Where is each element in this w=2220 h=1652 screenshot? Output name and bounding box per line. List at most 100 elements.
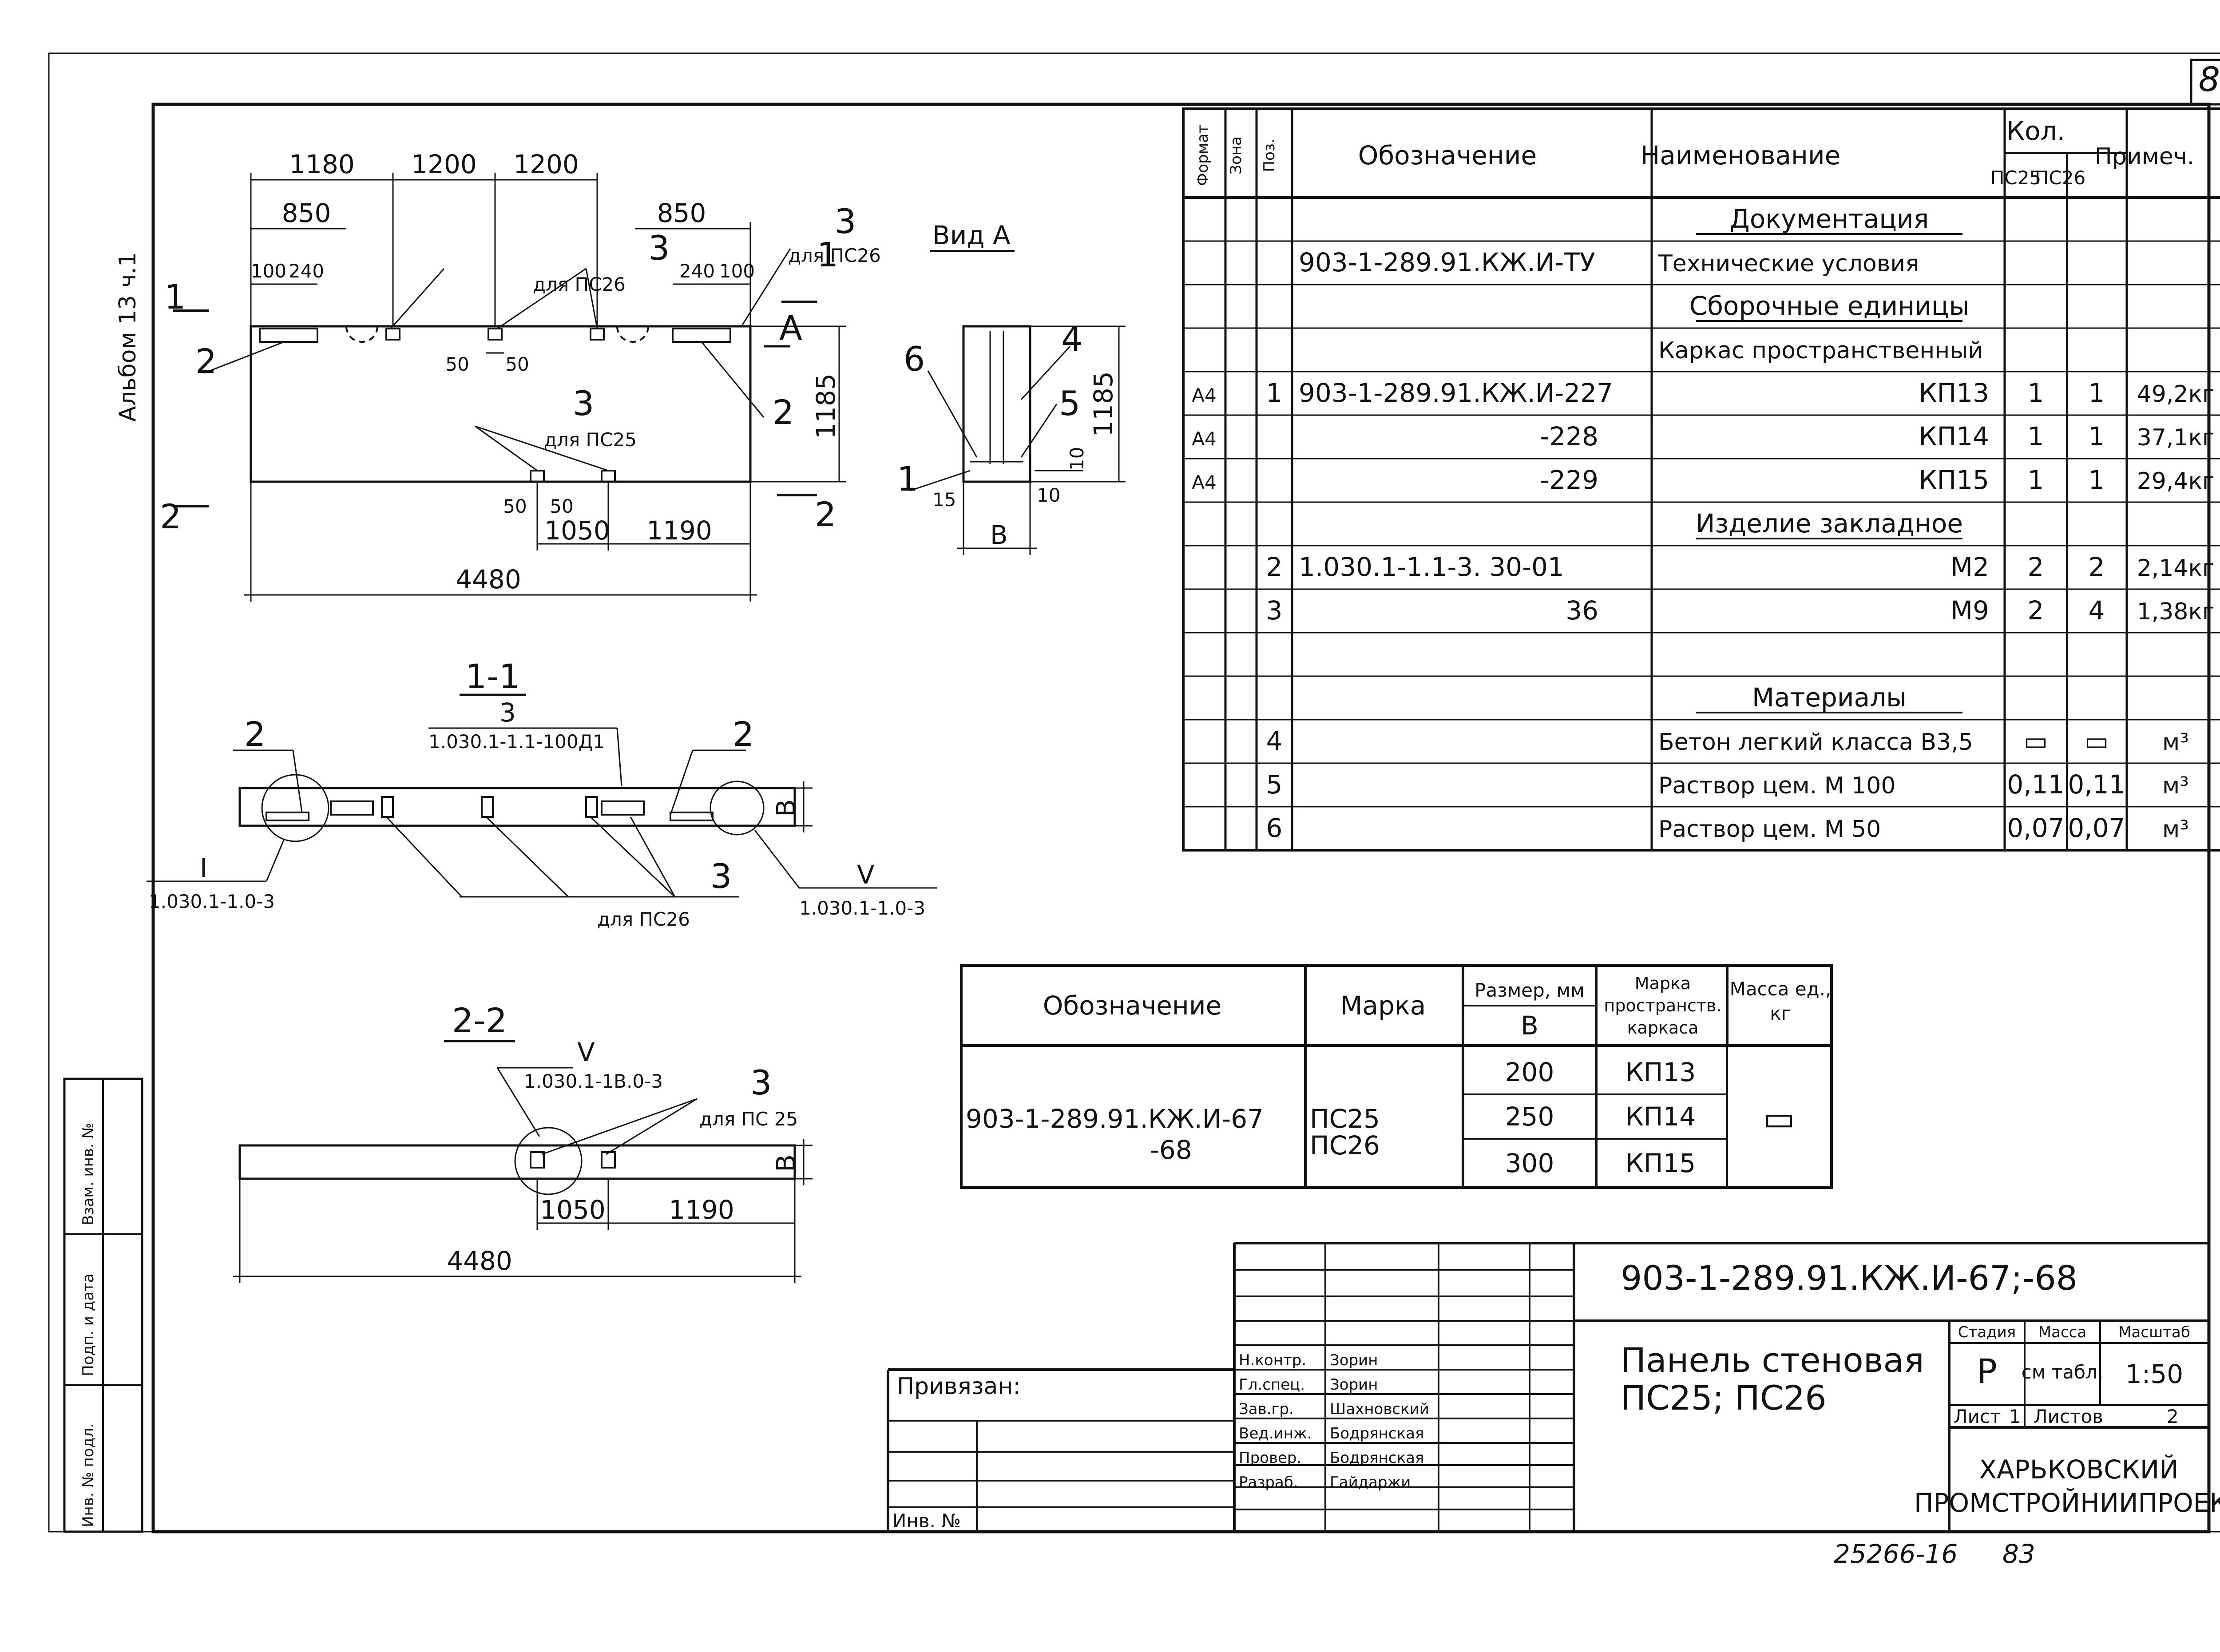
mark-table-grid: [960, 964, 1833, 1189]
spec-hdr-qty: Кол.: [2006, 116, 2065, 146]
dim-bottom-1190: 1190: [646, 515, 712, 546]
title-role-row: Зав.гр.Шахновский: [1239, 1400, 1429, 1418]
spec-cell-name: М9: [1950, 595, 1989, 626]
view-a-pos4: 4: [1061, 319, 1082, 359]
spec-cell-name: Сборочные единицы: [1689, 291, 1970, 321]
cut-mark-1-right: 1: [817, 235, 838, 274]
mark-hdr-frame-box: Марка пространств. каркаса: [1604, 974, 1722, 1038]
spec-cell-designation: 903-1-289.91.КЖ.И-227: [1299, 378, 1613, 408]
spec-cell-q2: 1: [2089, 378, 2105, 408]
spec-cell-pos: 2: [1266, 552, 1283, 582]
node-right-ref: 1.030.1-1.0-3: [799, 897, 925, 919]
dim-50-d: 50: [550, 495, 573, 517]
title-role: Вед.инж.: [1239, 1425, 1312, 1442]
spec-cell-q1: 0,11: [2007, 769, 2064, 800]
mark-ps26: ПС26: [1310, 1130, 1380, 1161]
spec-cell-designation: -228: [1540, 421, 1598, 452]
title-org-2: ПРОМСТРОЙНИИПРОЕКТ: [1914, 1487, 2220, 1518]
spec-cell-note: 29,4кг: [2137, 468, 2215, 495]
spec-cell-designation: -229: [1540, 465, 1598, 495]
spec-cell-q2: 1: [2089, 421, 2105, 452]
spec-row: Документация: [1696, 204, 1962, 235]
title-role-name: Зорин: [1330, 1376, 1378, 1394]
title-bound: Привязан:: [897, 1373, 1021, 1400]
spec-cell-q1: 2: [2028, 595, 2044, 626]
title-role-row: Разраб.Гайдаржи: [1239, 1474, 1411, 1491]
spec-hdr-designation: Обозначение: [1358, 140, 1537, 170]
spec-cell-name: Бетон легкий класса В3,5: [1658, 729, 1973, 756]
view-a-pos5: 5: [1059, 384, 1080, 423]
spec-cell-q2: 0,07: [2068, 813, 2125, 843]
spec-row: Изделие закладное: [1696, 508, 1963, 539]
section-2-2-dim-1190: 1190: [669, 1195, 734, 1225]
plan-pos3-right: 3: [835, 202, 856, 241]
spec-cell-q1: 1: [2028, 378, 2044, 408]
cut-mark-2-right: 2: [815, 495, 836, 534]
node-left-number: I: [200, 853, 207, 883]
title-role-name: Шахновский: [1330, 1400, 1429, 1418]
spec-hdr-note: Примеч.: [2095, 143, 2194, 170]
dim-bottom-1050: 1050: [544, 515, 610, 546]
spec-row: Сборочные единицы: [1689, 291, 1970, 322]
spec-cell-designation: 903-1-289.91.КЖ.И-ТУ: [1299, 247, 1595, 277]
spec-cell-name: КП15: [1919, 465, 1989, 495]
section-1-1-for-ps26: для ПС26: [597, 908, 690, 930]
spec-cell-designation: 36: [1566, 595, 1598, 626]
spec-cell-q1: ▭: [2024, 726, 2048, 756]
node-right-number: V: [857, 860, 875, 890]
spec-row: 903-1-289.91.КЖ.И-ТУ Технические условия: [1299, 247, 1919, 277]
stamp-label-repl: Взам. инв. №: [79, 1123, 97, 1225]
spec-table-rows: Документация 903-1-289.91.КЖ.И-ТУ Техничес…: [1192, 204, 2214, 843]
title-role-name: Бодрянская: [1330, 1425, 1424, 1442]
section-1-1-ref: 1.030.1-1.1-100Д1: [428, 731, 605, 753]
spec-cell-name: Технические условия: [1658, 250, 1919, 277]
spec-hdr-format: Формат: [1194, 125, 1212, 186]
section-1-1-pos3-bottom: 3: [710, 856, 732, 896]
title-code: 903-1-289.91.КЖ.И-67;-68: [1621, 1258, 2077, 1298]
dim-length: 4480: [456, 564, 521, 594]
dim-height: 1185: [811, 373, 841, 439]
section-2-2-title: 2-2: [452, 1001, 507, 1040]
title-org-1: ХАРЬКОВСКИЙ: [1979, 1454, 2178, 1485]
spec-row: Каркас пространственный: [1658, 337, 1983, 364]
dim-left-850: 850: [282, 198, 331, 228]
spec-hdr-zone: Зона: [1227, 136, 1245, 174]
drawing-frame: [151, 103, 2211, 1533]
mark-hdr-size-b: В: [1521, 1010, 1538, 1041]
plan-view-arrow-a: А: [779, 308, 802, 348]
title-role: Н.контр.: [1239, 1351, 1306, 1369]
title-role-row: Н.контр. Зорин: [1239, 1351, 1378, 1369]
dim-left-100: 100: [251, 260, 286, 282]
title-role-row: Провер.Бодрянская: [1239, 1449, 1424, 1467]
title-role-row: Вед.инж. Бодрянская: [1239, 1425, 1424, 1442]
stamp-label-sign: Подп. и дата: [79, 1273, 97, 1376]
mark-hdr-mark: Марка: [1340, 990, 1426, 1021]
spec-cell-designation: 1.030.1-1.1-3. 30-01: [1299, 552, 1564, 582]
dim-right-100: 100: [719, 260, 755, 282]
spec-hdr-name: Наименование: [1641, 140, 1841, 170]
spec-cell-q2: 1: [2089, 465, 2105, 495]
spec-cell-name: Материалы: [1752, 682, 1907, 713]
dim-right-850: 850: [657, 198, 706, 228]
mark-hdr-frame: Марка пространств. каркаса: [1604, 974, 1722, 1038]
title-stage-label: Стадия: [1958, 1323, 2016, 1341]
mark-mass-box: ▭: [1763, 1098, 1795, 1138]
sheet-number-box: [2190, 59, 2220, 106]
title-role-name: Зорин: [1330, 1351, 1378, 1369]
section-2-2-for-ps25: для ПС 25: [699, 1108, 798, 1130]
album-label: Альбом 13 ч.1: [115, 252, 141, 422]
title-role: Разраб.: [1239, 1474, 1298, 1491]
spec-cell-name: Раствор цем. М 100: [1658, 773, 1895, 799]
plan-pos2-right: 2: [773, 392, 794, 432]
spec-cell-q1: 0,07: [2007, 813, 2064, 843]
spec-cell-name: Каркас пространственный: [1658, 337, 1983, 364]
title-line1: Панель стеновая: [1621, 1340, 1924, 1380]
bottom-code: 25266-16: [1834, 1539, 1958, 1569]
title-mass: см табл.: [2022, 1361, 2103, 1383]
view-a-dim-10-a: 10: [1066, 447, 1088, 471]
title-sheets: 2: [2167, 1406, 2179, 1427]
